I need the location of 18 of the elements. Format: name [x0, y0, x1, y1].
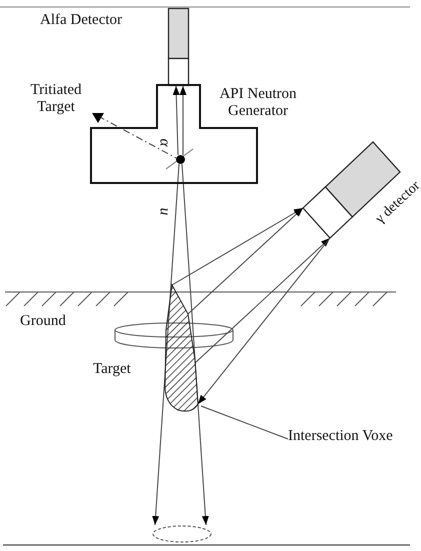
arrow: [180, 86, 186, 156]
ground-label: Ground: [20, 313, 66, 330]
target-label: Target: [93, 361, 131, 378]
arrow: [182, 164, 209, 526]
target-dot: [176, 155, 185, 164]
axis-symbol: n: [155, 208, 172, 216]
generator-label: API Neutron Generator: [218, 86, 298, 120]
arrow: [172, 208, 304, 286]
leader-line: [92, 113, 176, 158]
angle-symbol: α: [155, 138, 172, 146]
detector-label: Alfa Detector: [40, 12, 122, 29]
arrow: [188, 208, 304, 314]
arrow: [194, 238, 330, 364]
leader-line: [200, 406, 288, 440]
callout-label: Tritiated Target: [14, 82, 98, 120]
callout-label: Intersection Voxe: [288, 428, 421, 450]
arrow: [172, 86, 180, 156]
arrow: [198, 238, 330, 404]
